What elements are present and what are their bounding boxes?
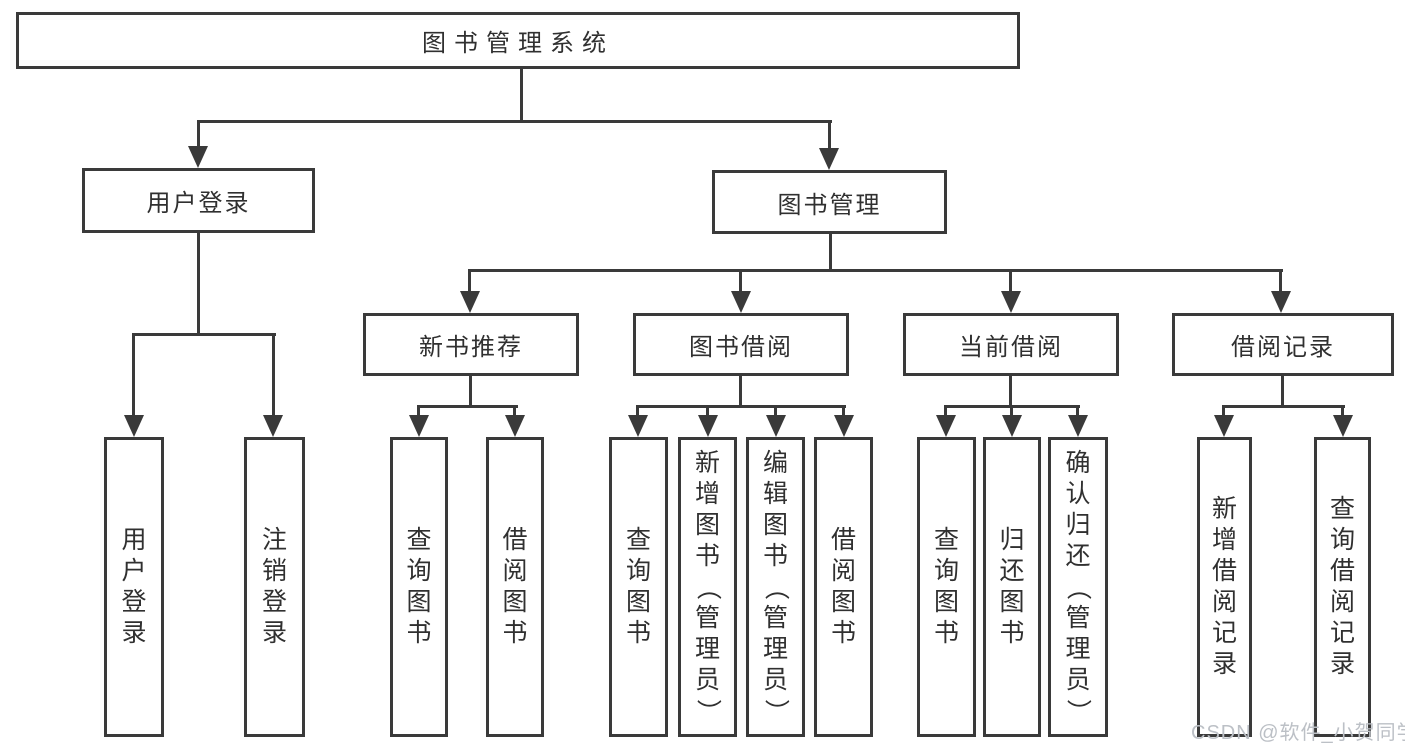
connector-line — [739, 376, 742, 408]
leaf-add-books-admin: 新增图书（管理员） — [678, 437, 737, 737]
connector-line — [1222, 405, 1225, 419]
connector-line — [1009, 269, 1012, 295]
connector-line — [1010, 405, 1013, 419]
connector-line — [636, 405, 846, 408]
connector-line — [272, 333, 275, 419]
connector-line — [132, 333, 135, 419]
leaf-recommend-query-books: 查询图书 — [390, 437, 448, 737]
arrowhead-down-icon — [505, 415, 525, 437]
arrowhead-down-icon — [1001, 291, 1021, 313]
arrowhead-down-icon — [628, 415, 648, 437]
connector-line — [774, 405, 777, 419]
arrowhead-down-icon — [766, 415, 786, 437]
connector-line — [829, 234, 832, 272]
leaf-return-books: 归还图书 — [983, 437, 1041, 737]
arrowhead-down-icon — [1068, 415, 1088, 437]
leaf-recommend-borrow-books: 借阅图书 — [486, 437, 544, 737]
arrowhead-down-icon — [460, 291, 480, 313]
connector-line — [468, 269, 1283, 272]
connector-line — [1281, 376, 1284, 408]
arrowhead-down-icon — [819, 148, 839, 170]
node-label: 图书管理系统 — [422, 30, 614, 57]
connector-line — [469, 376, 472, 408]
leaf-logout: 注销登录 — [244, 437, 305, 737]
arrowhead-down-icon — [1214, 415, 1234, 437]
arrowhead-down-icon — [731, 291, 751, 313]
arrowhead-down-icon — [698, 415, 718, 437]
connector-line — [1076, 405, 1079, 419]
node-label: 图书借阅 — [689, 334, 793, 361]
connector-line — [197, 233, 200, 336]
connector-line — [417, 405, 518, 408]
node-user-login: 用户登录 — [82, 168, 315, 233]
connector-line — [944, 405, 947, 419]
connector-line — [842, 405, 845, 419]
leaf-current-query-books: 查询图书 — [917, 437, 976, 737]
leaf-borrow-books: 借阅图书 — [814, 437, 873, 737]
connector-line — [636, 405, 639, 419]
leaf-add-borrow-record: 新增借阅记录 — [1197, 437, 1252, 737]
node-book-borrowing: 图书借阅 — [633, 313, 849, 376]
connector-line — [468, 269, 471, 295]
node-book-management: 图书管理 — [712, 170, 947, 234]
leaf-confirm-return-admin: 确认归还（管理员） — [1048, 437, 1108, 737]
connector-line — [132, 333, 276, 336]
leaf-user-login: 用户登录 — [104, 437, 164, 737]
arrowhead-down-icon — [834, 415, 854, 437]
csdn-watermark: CSDN @软件_小贺同学 — [1191, 722, 1405, 744]
connector-line — [513, 405, 516, 419]
arrowhead-down-icon — [1333, 415, 1353, 437]
connector-line — [1009, 376, 1012, 408]
connector-line — [739, 269, 742, 295]
node-label: 图书管理 — [777, 191, 882, 219]
arrowhead-down-icon — [409, 415, 429, 437]
connector-line — [197, 120, 832, 123]
connector-line — [706, 405, 709, 419]
connector-line — [417, 405, 420, 419]
leaf-borrow-query-books: 查询图书 — [609, 437, 668, 737]
node-label: 借阅记录 — [1231, 334, 1335, 361]
arrowhead-down-icon — [1271, 291, 1291, 313]
node-label: 用户登录 — [146, 190, 251, 217]
arrowhead-down-icon — [936, 415, 956, 437]
node-library-management-system: 图书管理系统 — [16, 12, 1020, 69]
connector-line — [1222, 405, 1345, 408]
arrowhead-down-icon — [1002, 415, 1022, 437]
leaf-query-borrow-record: 查询借阅记录 — [1314, 437, 1371, 737]
arrowhead-down-icon — [188, 146, 208, 168]
connector-line — [520, 69, 523, 123]
node-current-borrowing: 当前借阅 — [903, 313, 1119, 376]
arrowhead-down-icon — [263, 415, 283, 437]
leaf-edit-books-admin: 编辑图书（管理员） — [746, 437, 805, 737]
connector-line — [197, 120, 200, 150]
arrowhead-down-icon — [124, 415, 144, 437]
node-label: 当前借阅 — [959, 334, 1063, 361]
node-label: 新书推荐 — [419, 334, 523, 361]
node-new-book-recommendation: 新书推荐 — [363, 313, 579, 376]
connector-line — [1341, 405, 1344, 419]
connector-line — [1279, 269, 1282, 295]
connector-line — [828, 120, 831, 152]
node-borrowing-records: 借阅记录 — [1172, 313, 1394, 376]
